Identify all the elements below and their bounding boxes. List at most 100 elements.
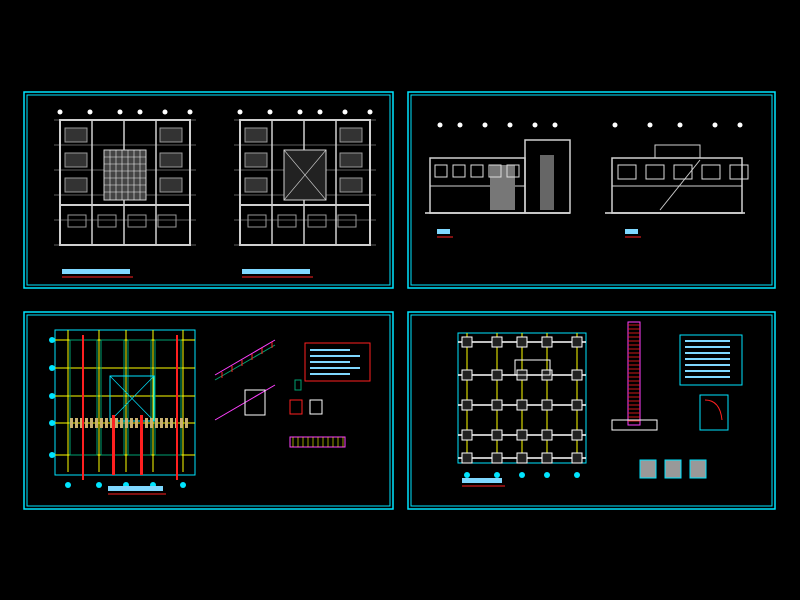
grid-bubble [494, 472, 500, 478]
note-line [685, 370, 730, 372]
footing-pad [541, 429, 553, 441]
plan-second-floor [234, 109, 376, 278]
footing-pad-c [689, 459, 707, 479]
grid-bubble [117, 109, 123, 115]
grid-bubble [612, 122, 618, 128]
sheet-roof-framing[interactable] [23, 311, 394, 510]
footing-pad [571, 369, 583, 381]
note-line [685, 376, 730, 378]
footing-pad-a [639, 459, 657, 479]
window [729, 164, 749, 180]
room [337, 214, 357, 228]
notes-box [304, 342, 371, 382]
column-elevation [627, 321, 641, 426]
grid-bubble [552, 122, 558, 128]
footing-pad [516, 452, 528, 464]
detail [294, 379, 302, 391]
grid-bubble [482, 122, 488, 128]
window [470, 164, 484, 178]
footing-pad [571, 429, 583, 441]
joist [125, 418, 128, 428]
grid-bubble [507, 122, 513, 128]
sheet-border-outer [407, 311, 776, 510]
joist [85, 418, 88, 428]
grid-bubble [544, 472, 550, 478]
footing-pad [571, 336, 583, 348]
sheet-foundations[interactable] [407, 311, 776, 510]
grid-bubble [267, 109, 273, 115]
stair-line [659, 159, 701, 211]
drawing-title-block [108, 486, 163, 491]
joist [150, 418, 153, 428]
grid-bubble [677, 122, 683, 128]
window [673, 164, 693, 180]
footing-pad [516, 429, 528, 441]
room-fixture [64, 177, 88, 193]
section-a [425, 122, 571, 238]
footing-pad [541, 399, 553, 411]
footing-pad [461, 452, 473, 464]
grid-bubble [49, 420, 55, 426]
stair-footing [514, 359, 551, 376]
stair-slab [214, 339, 276, 376]
note-line [685, 364, 730, 366]
exterior-wall [59, 119, 191, 246]
grid-bubble [49, 365, 55, 371]
drawing-title-block [242, 269, 310, 274]
grid-bubble [367, 109, 373, 115]
rebar-line [140, 415, 143, 475]
footing-pad [571, 399, 583, 411]
room-fixture [159, 177, 183, 193]
room [307, 214, 327, 228]
footing-pad [461, 336, 473, 348]
room [97, 214, 117, 228]
sheet-border-outer [23, 91, 394, 289]
joist [130, 418, 133, 428]
courtyard [103, 149, 147, 201]
footing-pad [461, 399, 473, 411]
room-fixture [64, 127, 88, 143]
notes-table [304, 342, 371, 382]
room [67, 214, 87, 228]
room-fixture [339, 177, 363, 193]
footing-pad [461, 429, 473, 441]
footing-pad [541, 452, 553, 464]
section-b [605, 122, 749, 238]
rebar-line [82, 335, 84, 480]
joist [115, 418, 118, 428]
sheet-border-inner [410, 94, 773, 286]
column-section [309, 399, 323, 415]
roof-parapet [654, 144, 701, 159]
sheet-border-outer [23, 311, 394, 510]
sheet-border-inner [26, 314, 391, 507]
footing-pad [516, 399, 528, 411]
grid-bubble [49, 337, 55, 343]
grid-bubble [96, 482, 102, 488]
rebar-line [176, 335, 178, 480]
notes-table [679, 334, 743, 431]
grid-bubble [519, 472, 525, 478]
window [488, 164, 502, 178]
drawing-title-block [625, 229, 638, 234]
drawing-title-block [62, 269, 130, 274]
drawing-title-block [462, 478, 502, 483]
grid-bubble [737, 122, 743, 128]
joist [160, 418, 163, 428]
grid-bubble [457, 122, 463, 128]
note-line [685, 358, 730, 360]
sheet-border-outer [407, 91, 776, 289]
opening-diagonal [109, 375, 155, 422]
sheet-floor-plans[interactable] [23, 91, 394, 289]
exterior-wall [239, 119, 371, 246]
joist [145, 418, 148, 428]
grid-bubble [712, 122, 718, 128]
room-fixture [64, 152, 88, 168]
section-outline [524, 139, 571, 214]
note-line [310, 349, 350, 351]
plan-first-floor [54, 109, 196, 278]
beam [127, 339, 152, 456]
window [701, 164, 721, 180]
sheet-sections[interactable] [407, 91, 776, 289]
grid-bubble [187, 109, 193, 115]
